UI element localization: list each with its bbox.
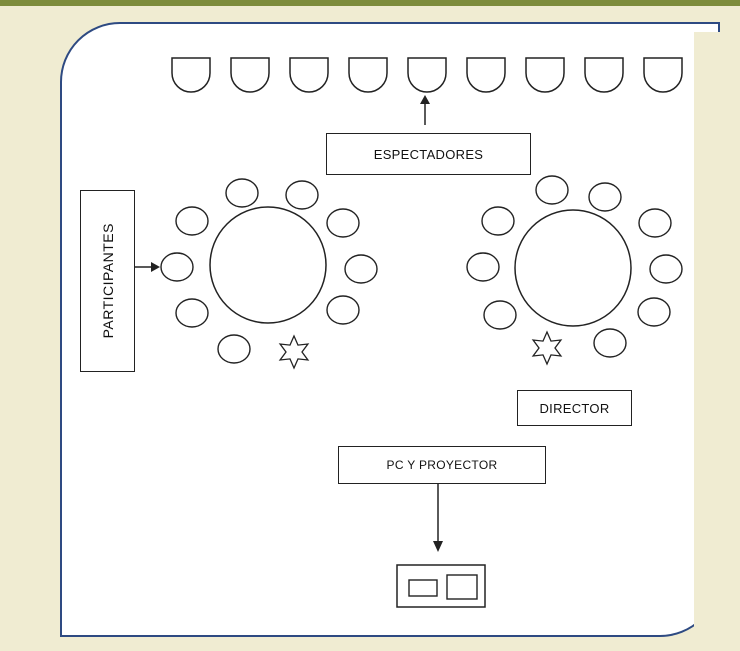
spectator-seat-icon <box>348 57 388 93</box>
seat-circle-icon <box>217 334 251 364</box>
seat-circle-icon <box>326 295 360 325</box>
spectators-arrowhead <box>420 95 430 104</box>
seat-circle-icon <box>160 252 194 282</box>
seat-circle-icon <box>225 178 259 208</box>
spectator-seat-icon <box>289 57 329 93</box>
seat-circle-icon <box>326 208 360 238</box>
seat-circle-icon <box>588 182 622 212</box>
pc-projector-label: PC Y PROYECTOR <box>338 446 546 484</box>
projector-device-icon <box>396 564 486 608</box>
projector-right-module <box>446 574 478 600</box>
spectator-seat-icon <box>407 57 447 93</box>
spectator-seat-icon <box>171 57 211 93</box>
director-seats <box>466 175 683 358</box>
seat-circle-icon <box>638 208 672 238</box>
seat-circle-icon <box>637 297 671 327</box>
top-accent-bar <box>0 0 740 6</box>
seat-circle-icon <box>481 206 515 236</box>
projector-body <box>396 564 486 608</box>
seat-circle-icon <box>483 300 517 330</box>
spectator-seat-row <box>171 57 683 93</box>
participants-arrowhead <box>151 262 160 272</box>
director-label: DIRECTOR <box>517 390 632 426</box>
seat-circle-icon <box>593 328 627 358</box>
seat-circle-icon <box>175 206 209 236</box>
participants-label-box: PARTICIPANTES <box>80 190 135 372</box>
spectator-seat-icon <box>643 57 683 93</box>
spectator-seat-icon <box>230 57 270 93</box>
director-star-icon <box>531 330 563 366</box>
seat-circle-icon <box>535 175 569 205</box>
projector-left-module <box>408 579 438 597</box>
seat-circle-icon <box>175 298 209 328</box>
projector-arrowhead <box>433 541 443 552</box>
spectators-label: ESPECTADORES <box>326 133 531 175</box>
seat-circle-icon <box>649 254 683 284</box>
seat-circle-icon <box>285 180 319 210</box>
director-table-group <box>466 175 683 366</box>
spectator-seat-icon <box>525 57 565 93</box>
panel-right-background <box>694 32 724 637</box>
participants-star-icon <box>278 334 310 370</box>
participants-seats <box>160 178 378 364</box>
spectator-seat-icon <box>584 57 624 93</box>
seat-circle-icon <box>466 252 500 282</box>
director-round-table <box>514 209 632 327</box>
spectator-seat-icon <box>466 57 506 93</box>
seat-circle-icon <box>344 254 378 284</box>
participants-table-group <box>160 178 378 370</box>
participants-round-table <box>209 206 327 324</box>
participants-label: PARTICIPANTES <box>99 223 116 339</box>
